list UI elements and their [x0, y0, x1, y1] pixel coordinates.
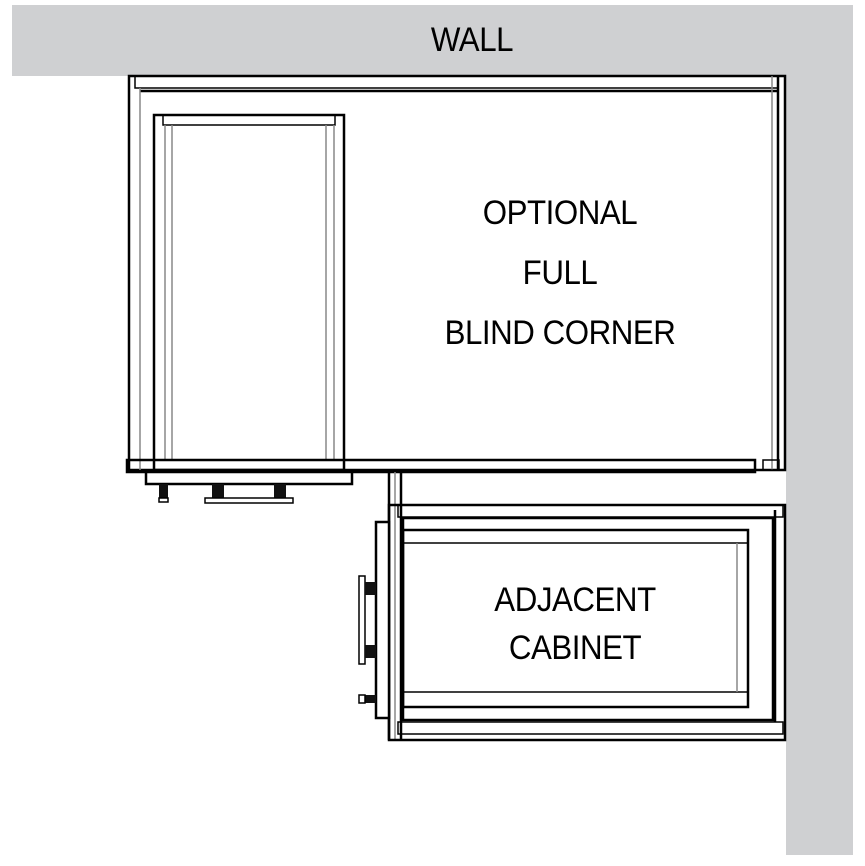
adjacent-label-line2: CABINET: [508, 629, 642, 667]
blind-corner-label: OPTIONAL FULL BLIND CORNER: [394, 193, 725, 353]
adjacent-cabinet-label: ADJACENT CABINET: [451, 580, 699, 668]
adjacent-label-line1: ADJACENT: [494, 581, 656, 619]
adjacent-cabinet: [358, 472, 787, 742]
blind-corner-label-line1: OPTIONAL: [482, 194, 638, 232]
blind-corner-label-line3: BLIND CORNER: [444, 314, 676, 352]
wall-top: [12, 5, 853, 76]
wall-right: [786, 5, 853, 855]
blind-corner-cabinet: [125, 74, 787, 504]
wall-label: WALL: [430, 21, 514, 59]
blind-corner-label-line2: FULL: [522, 254, 598, 292]
